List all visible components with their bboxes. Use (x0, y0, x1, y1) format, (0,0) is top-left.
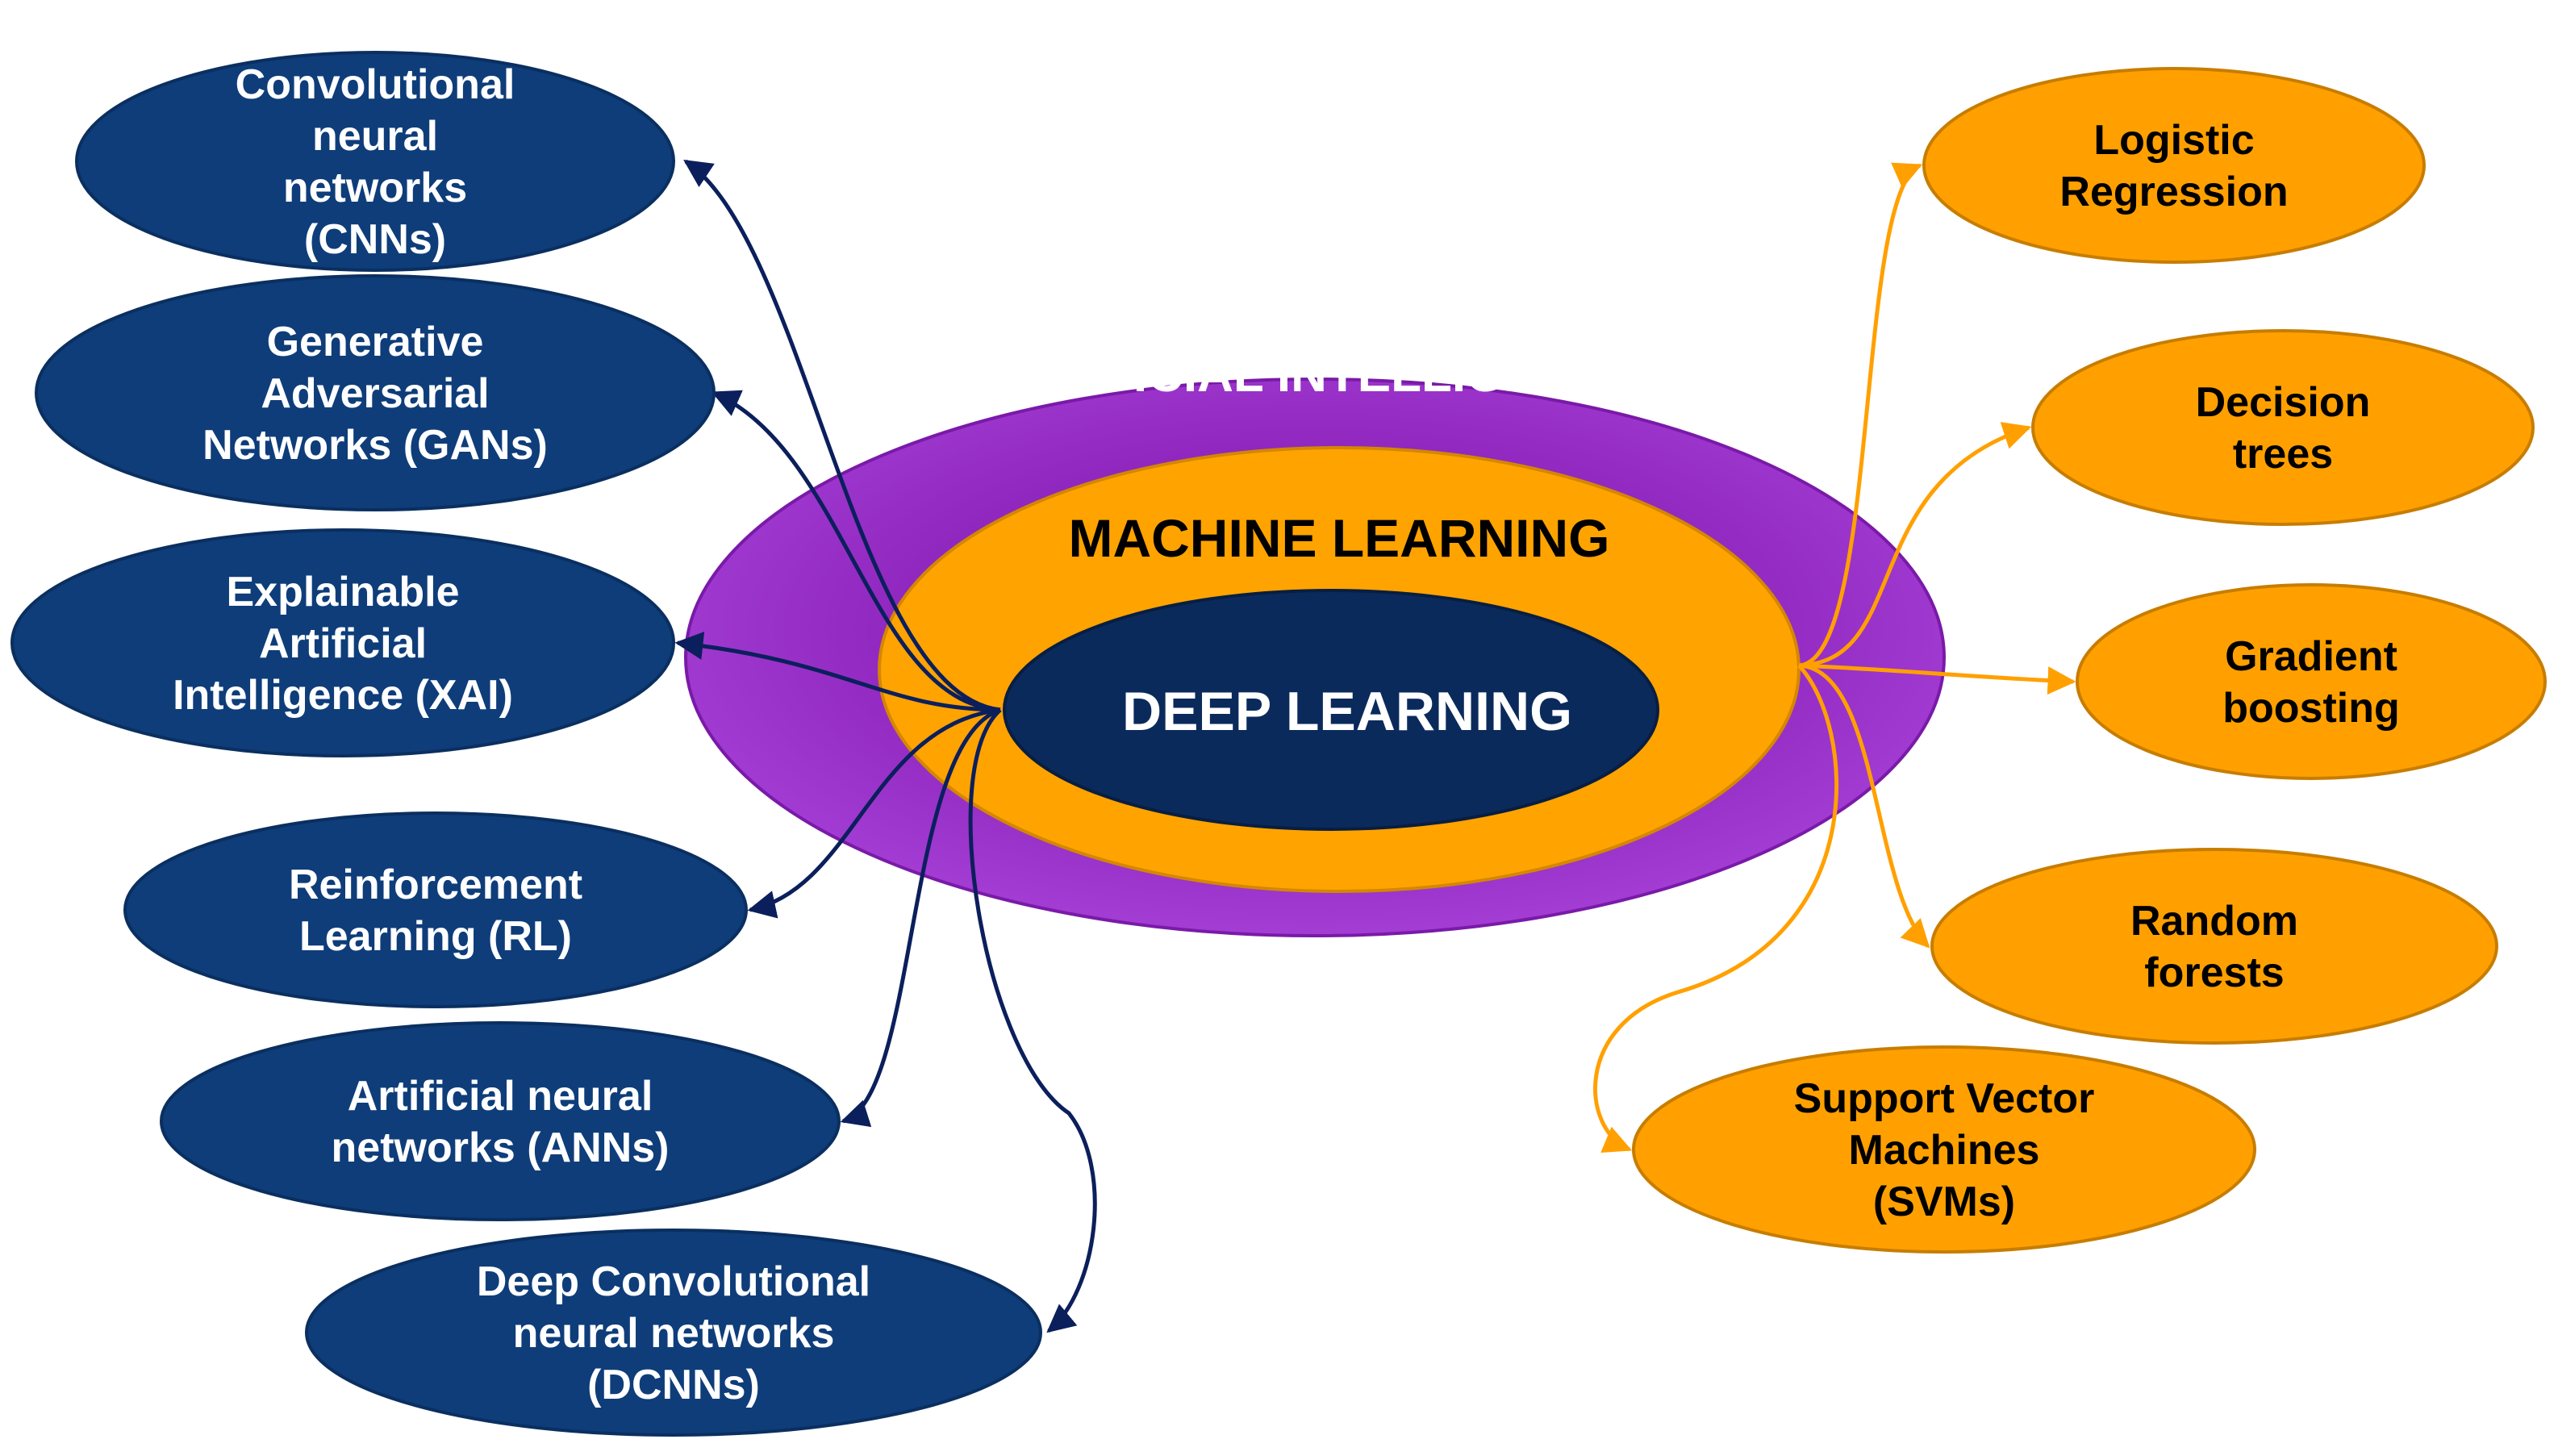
dl-connector-arrow (683, 159, 1001, 712)
ml-connector-arrow (1798, 663, 1930, 949)
dl-connector-arrow (711, 390, 1001, 712)
ml-node-shape (1930, 848, 2498, 1045)
dl-node-shape (10, 528, 675, 757)
dl-label: DEEP LEARNING (1122, 681, 1572, 742)
dl-node-label-line: (DCNNs) (587, 1362, 760, 1408)
dl-node-label-line: Deep Convolutional (477, 1258, 870, 1305)
dl-node-label-line: Generative (267, 319, 484, 365)
dl-node-label-line: Adversarial (261, 370, 489, 417)
ai-label: ARTIFICIAL INTELLIGENCE (986, 347, 1643, 403)
dl-node-label-line: neural (312, 113, 438, 160)
ml-connector-arrow (1593, 664, 1839, 1153)
ml-node-shape (1632, 1045, 2256, 1254)
dl-node-shape (305, 1229, 1042, 1437)
ml-node-label-line: Machines (1849, 1127, 2040, 1174)
dl-node-shape (123, 811, 748, 1008)
dl-node-shape (160, 1021, 841, 1221)
ml-node-label-line: trees (2233, 431, 2333, 478)
dl-connector-arrow (840, 707, 1001, 1128)
ml-node-label-line: Logistic (2093, 117, 2254, 164)
dl-node-label-line: Convolutional (236, 61, 515, 108)
ml-node-shape (2076, 583, 2547, 780)
dl-node-label-line: networks (ANNs) (332, 1124, 670, 1171)
ml-connectors (1593, 162, 2076, 1153)
dl-node-label-line: Artificial (259, 620, 427, 667)
dl-node-label-line: (CNNs) (304, 216, 446, 263)
center-group: ARTIFICIAL INTELLIGENCE MACHINE LEARNING… (684, 347, 1946, 937)
dl-connector-arrow (747, 707, 1001, 919)
dl-node-label-line: Networks (GANs) (202, 422, 548, 469)
dl-methods: Convolutional neural networks (CNNs) Generat… (10, 51, 1042, 1437)
ml-connector-arrow (1798, 162, 1923, 668)
ml-node-label-line: Random (2130, 898, 2298, 945)
ml-node-label-line: Regression (2059, 169, 2288, 215)
dl-connectors (674, 159, 1097, 1333)
dl-node-label-line: networks (283, 165, 467, 211)
ml-node-label-line: (SVMs) (1873, 1179, 2015, 1225)
dl-node-label-line: Explainable (227, 569, 460, 615)
dl-node-shape (35, 274, 716, 511)
dl-connector-arrow (968, 708, 1097, 1333)
dl-node-label-line: Learning (RL) (299, 913, 572, 960)
dl-node: Convolutional neural networks (CNNs) (75, 51, 675, 272)
ml-connector-arrow (1798, 663, 2076, 695)
dl-node-shape (75, 51, 675, 272)
ml-node-shape (1922, 67, 2426, 264)
ml-node: Gradient boosting (2076, 583, 2547, 780)
ml-connector-arrow (1798, 422, 2032, 668)
dl-node-label-line: neural networks (513, 1310, 835, 1357)
ml-node-label-line: boosting (2222, 685, 2400, 732)
dl-connector-arrow (674, 632, 1001, 712)
dl-ellipse (1003, 589, 1659, 831)
dl-node-label-line: Artificial neural (348, 1073, 653, 1120)
dl-node-label-line: Reinforcement (289, 862, 582, 908)
ml-node-label-line: Gradient (2225, 633, 2397, 680)
ml-node: Decision trees (2031, 329, 2535, 526)
dl-node: Deep Convolutional neural networks (DCNNs) (305, 1229, 1042, 1437)
ml-node-label-line: Support Vector (1794, 1075, 2095, 1122)
ml-node-label-line: forests (2144, 949, 2284, 996)
dl-node-label-line: Intelligence (XAI) (173, 672, 513, 719)
ml-node-shape (2031, 329, 2535, 526)
ml-node-label-line: Decision (2196, 379, 2371, 426)
ml-label: MACHINE LEARNING (1069, 508, 1610, 568)
